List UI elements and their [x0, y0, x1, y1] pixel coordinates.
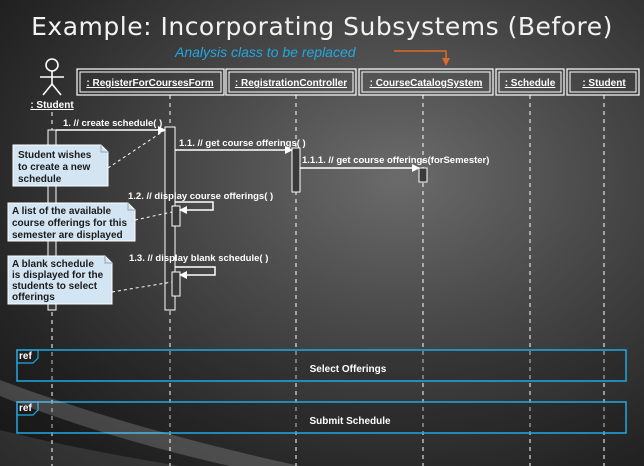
note-line: offerings [12, 292, 55, 303]
message-1-3[interactable]: 1.3. // display blank schedule( ) [129, 253, 268, 279]
ref-frame-label: Submit Schedule [309, 416, 391, 427]
message-label: 1. // create schedule( ) [63, 118, 162, 129]
note-line: course offerings for this [12, 218, 127, 229]
annotation-arrow [394, 50, 450, 66]
lifeline-course-catalog-system[interactable]: : CourseCatalogSystem [358, 68, 494, 96]
lifeline-label: : RegisterForCoursesForm [86, 78, 213, 89]
annotation-text: Analysis class to be replaced [174, 44, 357, 60]
message-label: 1.2. // display course offerings( ) [128, 191, 273, 202]
slide-swoosh-decoration [0, 380, 300, 466]
lifeline-label: : Student [582, 78, 626, 89]
note-line: schedule [18, 174, 62, 185]
lifeline-schedule[interactable]: : Schedule [495, 68, 565, 96]
ref-tag: ref [19, 351, 32, 362]
note-line: is displayed for the [12, 270, 104, 281]
note-line: Student wishes [18, 150, 92, 161]
ref-frame-select-offerings[interactable]: ref Select Offerings [16, 349, 627, 382]
ref-frame-submit-schedule[interactable]: ref Submit Schedule [16, 401, 627, 434]
note-line: semester are displayed [12, 230, 123, 241]
ref-tag: ref [19, 403, 32, 414]
message-label: 1.1.1. // get course offerings(forSemest… [302, 155, 489, 166]
actor-student[interactable]: : Student [30, 58, 74, 111]
note-student-wishes: Student wishes to create a new schedule [12, 129, 166, 187]
note-course-list: A list of the available course offerings… [7, 202, 173, 242]
slide-title: Example: Incorporating Subsystems (Befor… [31, 12, 613, 41]
stick-figure-actor-icon [40, 58, 64, 96]
message-label: 1.3. // display blank schedule( ) [129, 253, 268, 264]
lifeline-label: : CourseCatalogSystem [370, 78, 483, 89]
lifeline-student-entity[interactable]: : Student [566, 68, 640, 96]
lifeline-register-form[interactable]: : RegisterForCoursesForm [76, 68, 225, 96]
message-1[interactable]: 1. // create schedule( ) [56, 118, 166, 134]
lifeline-registration-controller[interactable]: : RegistrationController [225, 68, 357, 96]
note-line: A blank schedule [12, 259, 94, 270]
note-line: A list of the available [12, 206, 112, 217]
note-line: students to select [12, 281, 98, 292]
note-line: to create a new [18, 162, 90, 173]
lifeline-label: : RegistrationController [235, 78, 347, 89]
actor-label: : Student [30, 100, 74, 111]
message-1-2[interactable]: 1.2. // display course offerings( ) [128, 191, 273, 214]
message-label: 1.1. // get course offerings( ) [179, 138, 306, 149]
ref-frame-label: Select Offerings [310, 364, 387, 375]
message-1-1[interactable]: 1.1. // get course offerings( ) [175, 138, 306, 154]
message-1-1-1[interactable]: 1.1.1. // get course offerings(forSemest… [300, 155, 489, 172]
lifeline-label: : Schedule [505, 78, 556, 89]
note-blank-schedule: A blank schedule is displayed for the st… [7, 255, 173, 305]
